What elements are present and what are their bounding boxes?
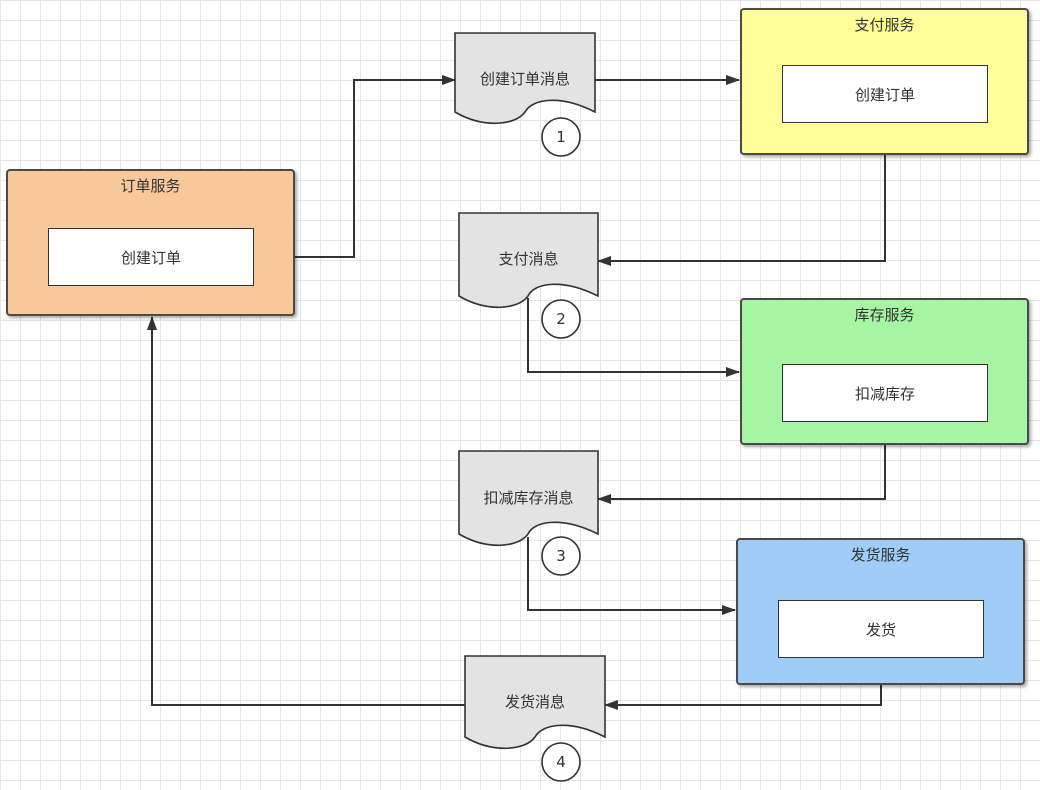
message-label-3: 扣减库存消息 xyxy=(483,488,574,507)
order-create-action: 创建订单 xyxy=(48,228,254,286)
step-number-4: 4 xyxy=(556,753,566,771)
shipping-service-box: 发货服务 发货 xyxy=(736,538,1025,685)
connector-inventory-to-deduct-msg xyxy=(597,445,886,504)
message-doc-1 xyxy=(454,32,596,125)
connector-shipping-to-ship-msg xyxy=(604,684,882,710)
step-number-1: 1 xyxy=(556,128,566,146)
payment-create-order-action: 创建订单 xyxy=(782,65,988,123)
step-circle-1 xyxy=(541,117,581,157)
connector-pay-msg-to-inventory xyxy=(527,298,740,377)
inventory-service-title: 库存服务 xyxy=(854,306,915,324)
step-number-3: 3 xyxy=(556,547,566,565)
step-number-2: 2 xyxy=(556,310,566,328)
step-circle-3 xyxy=(541,536,581,576)
message-label-1: 创建订单消息 xyxy=(479,69,570,88)
message-doc-3 xyxy=(458,450,599,546)
inventory-service-box: 库存服务 扣减库存 xyxy=(740,298,1029,445)
connector-ship-msg-to-order xyxy=(147,316,465,706)
shipping-ship-action: 发货 xyxy=(778,600,984,658)
payment-service-title: 支付服务 xyxy=(854,16,915,34)
shipping-service-title: 发货服务 xyxy=(850,546,911,564)
message-doc-4 xyxy=(464,655,606,750)
connector-payment-to-pay-msg xyxy=(597,155,886,266)
message-doc-2 xyxy=(458,212,599,308)
connector-order-to-create-msg xyxy=(252,75,456,258)
inventory-deduct-action: 扣减库存 xyxy=(782,364,988,422)
payment-service-box: 支付服务 创建订单 xyxy=(740,8,1029,155)
step-circle-2 xyxy=(541,299,581,339)
order-service-title: 订单服务 xyxy=(120,177,181,195)
order-service-box: 订单服务 创建订单 xyxy=(6,169,295,316)
connector-deduct-msg-to-shipping xyxy=(527,537,736,615)
message-label-2: 支付消息 xyxy=(498,249,559,268)
step-circle-4 xyxy=(541,742,581,782)
message-label-4: 发货消息 xyxy=(504,692,565,711)
